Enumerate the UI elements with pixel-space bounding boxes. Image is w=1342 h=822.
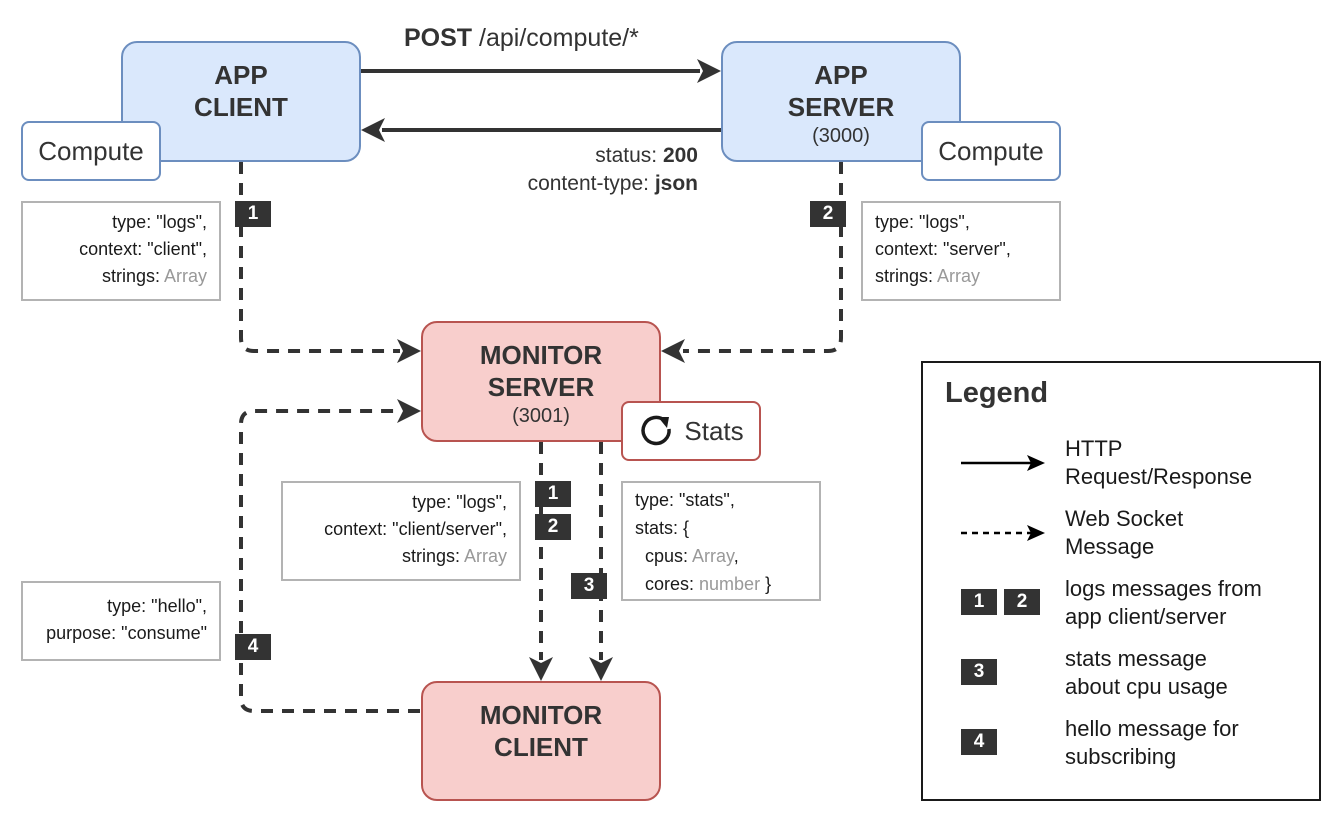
hello-note: type: "hello", purpose: "consume"	[21, 581, 221, 661]
legend-title: Legend	[945, 377, 1049, 409]
stats-label: Stats	[684, 415, 744, 446]
arrowhead-request	[697, 59, 721, 83]
arrowhead-ws-client	[397, 339, 421, 363]
monitor-server-title-line1: MONITOR	[479, 340, 603, 370]
legend-badge-1: 1	[961, 589, 997, 615]
ws-hello-to-monitor	[239, 409, 420, 713]
monitor-client-title-line2: CLIENT	[494, 732, 588, 762]
http-method: POST	[404, 24, 473, 52]
badge-2-server: 2	[810, 201, 846, 227]
monitor-client-node: MONITOR CLIENT	[421, 681, 661, 801]
client-logs-note: type: "logs", context: "client", strings…	[21, 201, 221, 301]
response-status: status: 200	[595, 144, 698, 167]
http-response-label: status: 200 content-type: json	[470, 142, 698, 198]
arrowhead-ws-server	[661, 339, 685, 363]
response-content-type: content-type: json	[527, 172, 698, 195]
refresh-icon	[638, 412, 676, 450]
legend-badge-2: 2	[1004, 589, 1040, 615]
monitor-logs-note: type: "logs", context: "client/server", …	[281, 481, 521, 581]
app-client-node: APP CLIENT	[121, 41, 361, 162]
monitor-client-title-line1: MONITOR	[479, 700, 603, 730]
http-request-label: POST /api/compute/*	[404, 24, 639, 53]
app-server-title-line2: SERVER	[787, 92, 895, 122]
app-client-compute: Compute	[21, 121, 161, 181]
compute-label: Compute	[38, 135, 144, 166]
arrowhead-ws-hello	[397, 399, 421, 423]
badge-1-client: 1	[235, 201, 271, 227]
compute-label: Compute	[938, 135, 1044, 166]
stats-note: type: "stats", stats: { cpus: Array, cor…	[621, 481, 821, 601]
server-logs-note: type: "logs", context: "server", strings…	[861, 201, 1061, 301]
monitor-server-title-line2: SERVER	[487, 372, 595, 402]
app-server-title-line1: APP	[814, 60, 868, 90]
arrowhead-ws-logs	[529, 657, 553, 681]
arrowhead-response	[361, 118, 385, 142]
badge-4-hello: 4	[235, 634, 271, 660]
monitor-server-port: (3001)	[512, 405, 570, 427]
badge-3-stats: 3	[571, 573, 607, 599]
ws-client-to-monitor	[239, 162, 400, 353]
app-client-title-line1: APP	[214, 60, 268, 90]
badge-2-monitor: 2	[535, 514, 571, 540]
app-server-port: (3000)	[812, 125, 870, 147]
stats-box: Stats	[621, 401, 761, 461]
legend-http-arrow-icon	[961, 455, 1045, 471]
arrowhead-ws-stats	[589, 657, 613, 681]
badge-1-monitor: 1	[535, 481, 571, 507]
http-path: /api/compute/*	[472, 24, 639, 52]
app-server-compute: Compute	[921, 121, 1061, 181]
legend-badge-3: 3	[961, 659, 997, 685]
ws-server-to-monitor	[683, 162, 843, 353]
legend-badge-4: 4	[961, 729, 997, 755]
legend-ws-arrow-icon	[961, 525, 1045, 541]
app-client-title-line2: CLIENT	[194, 92, 288, 122]
